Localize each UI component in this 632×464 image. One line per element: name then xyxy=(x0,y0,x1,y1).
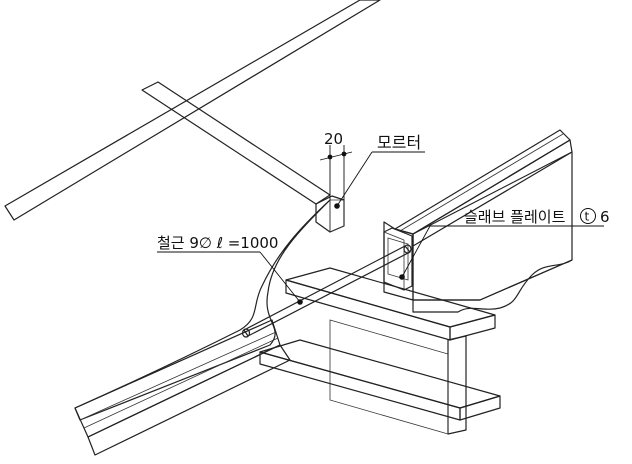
thickness-symbol-circle xyxy=(580,208,596,224)
precast-slab-right xyxy=(394,129,573,247)
mortar-label: 모르터 xyxy=(377,133,421,152)
dimension-20 xyxy=(319,145,353,200)
dimension-label: 20 xyxy=(324,130,343,148)
leader-mortar xyxy=(334,151,425,209)
mortar-strip-long xyxy=(4,0,381,221)
thickness-value: 6 xyxy=(600,208,610,226)
mortar-strip-cross xyxy=(141,81,331,205)
slab-end-block xyxy=(383,151,573,313)
leader-slab-plate xyxy=(399,225,604,280)
slab-torn-section xyxy=(74,199,345,421)
precast-slab-left xyxy=(74,319,291,456)
rebar-label: 철근 9∅ ℓ =1000 xyxy=(157,234,278,252)
steel-h-beam xyxy=(259,267,501,435)
thickness-symbol: t xyxy=(585,210,590,224)
slab-plate xyxy=(383,227,413,291)
slab-plate-label: 슬래브 플레이트 xyxy=(464,208,566,226)
leader-rebar xyxy=(157,251,303,305)
